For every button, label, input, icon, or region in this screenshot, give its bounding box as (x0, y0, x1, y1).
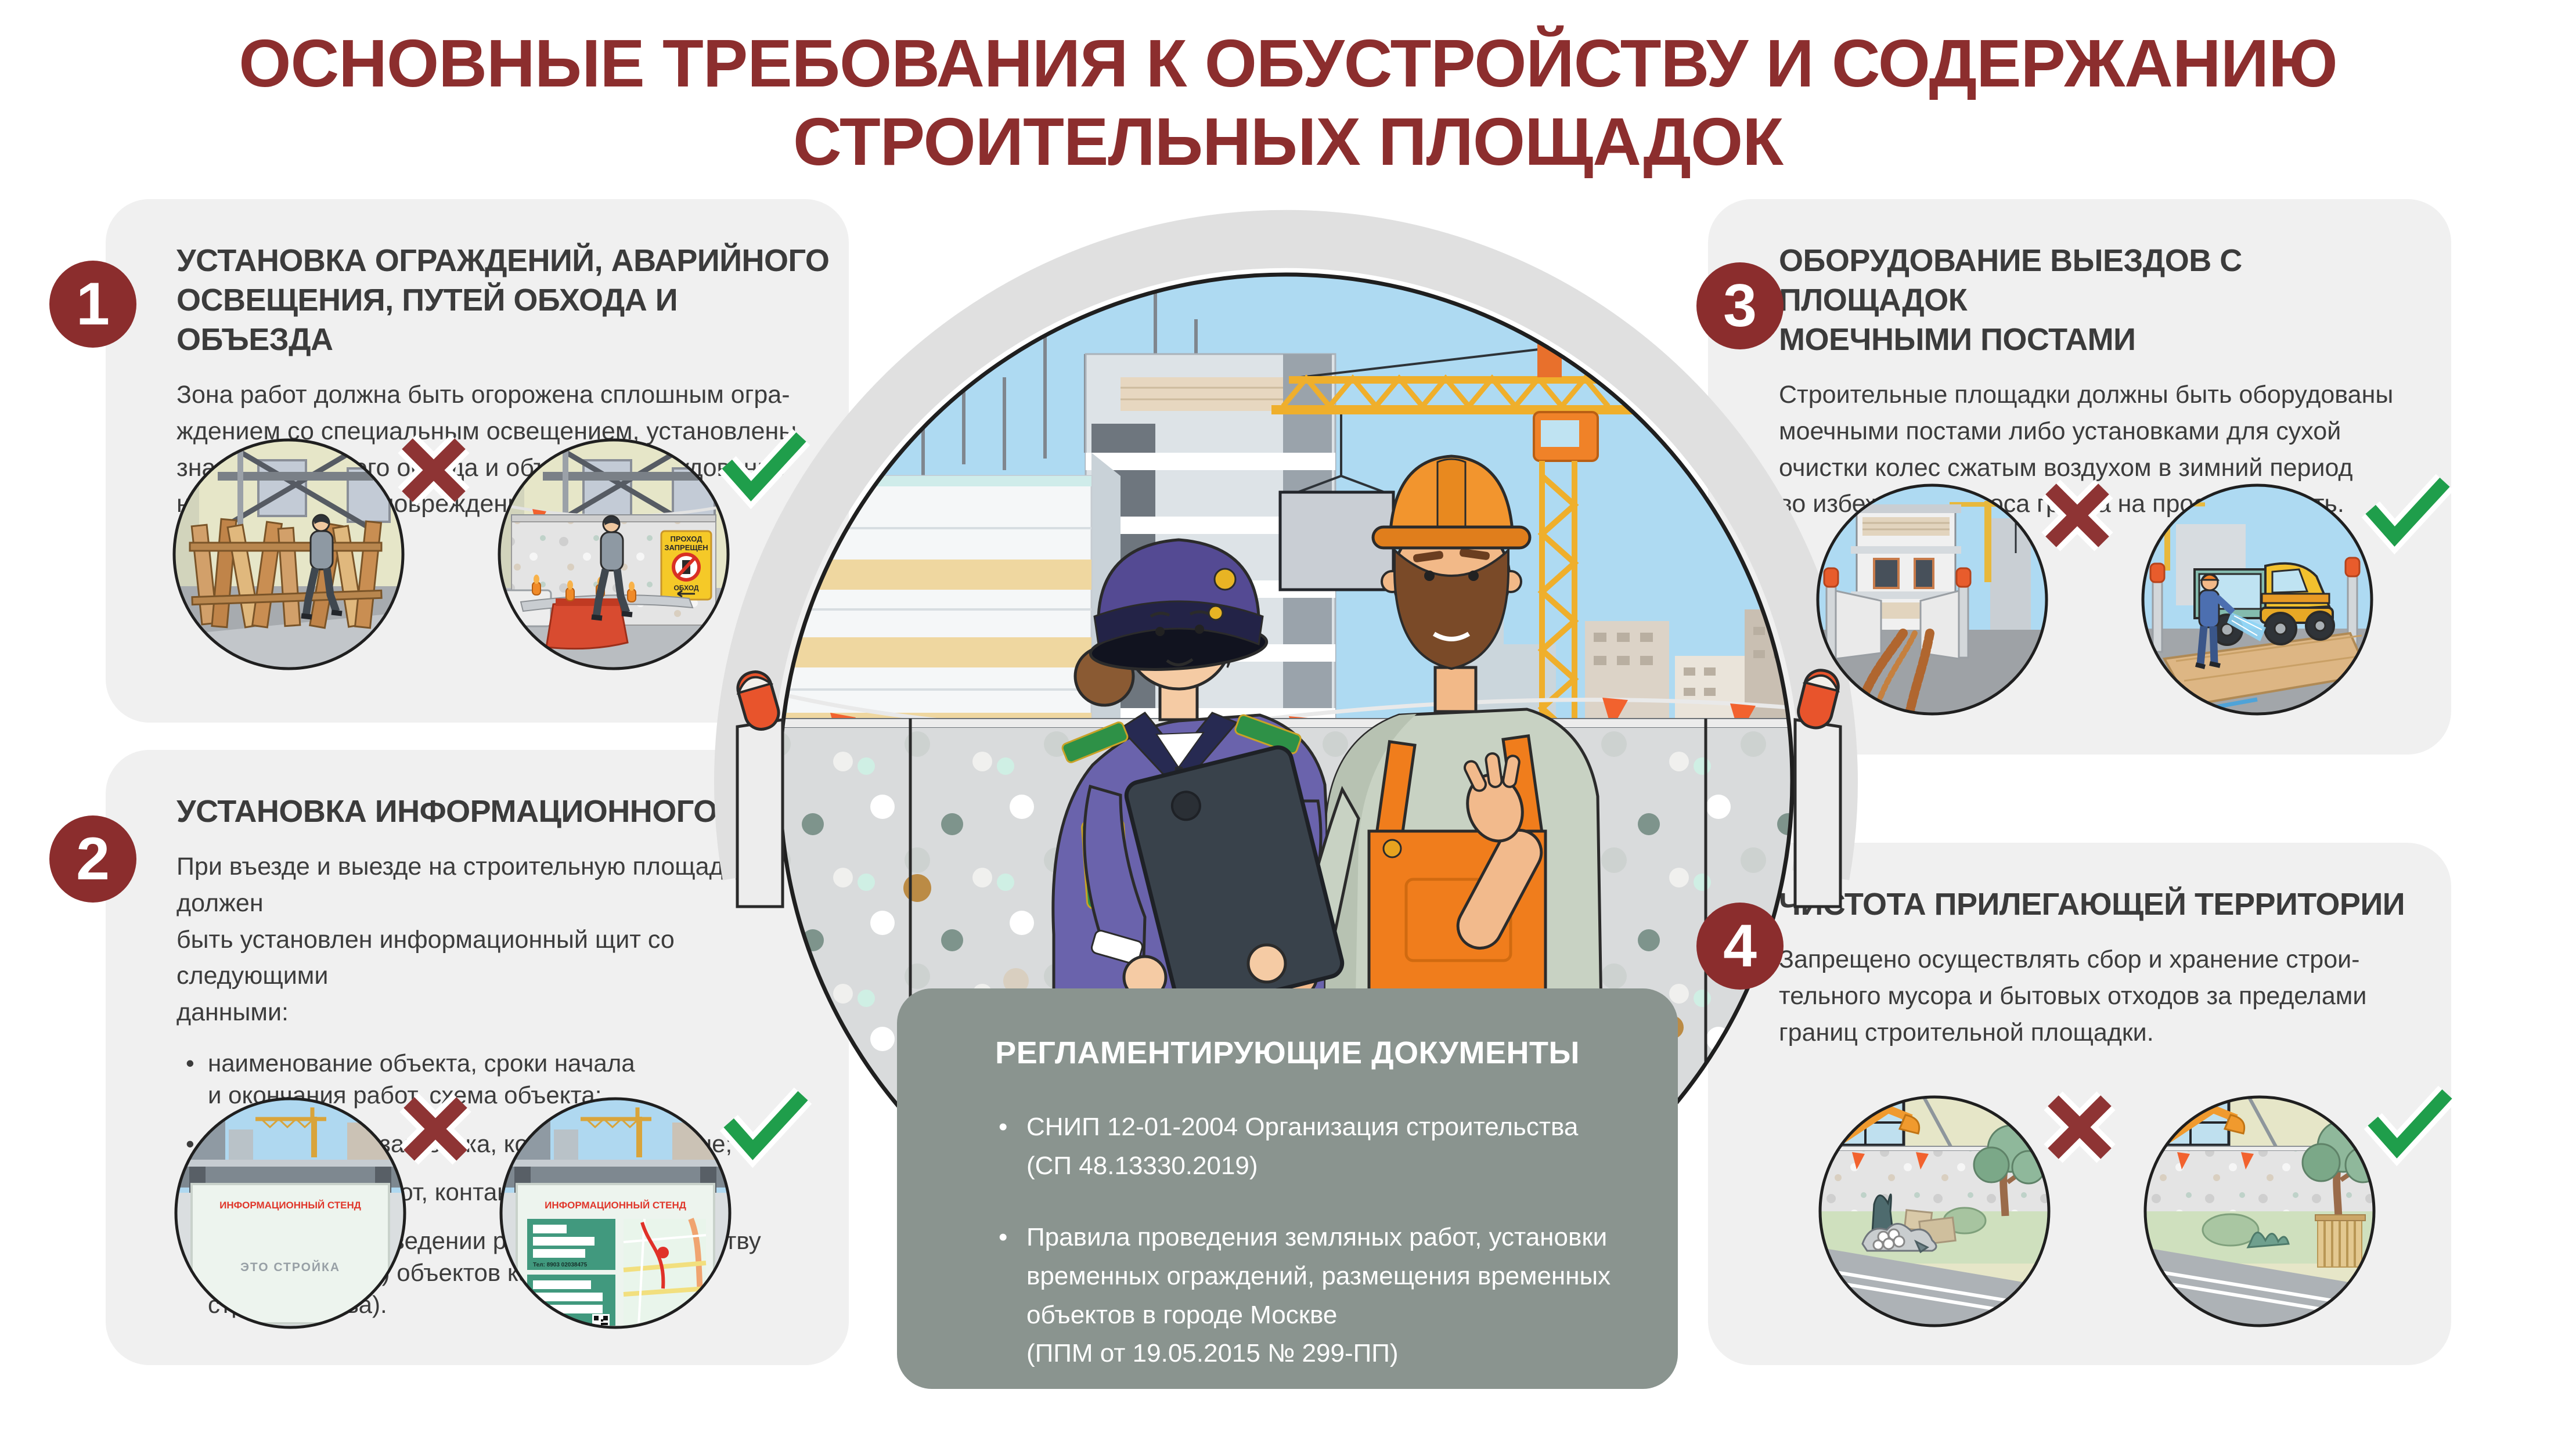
check-icon (2370, 482, 2445, 537)
open-gate (1823, 567, 1972, 660)
debris-scene (1820, 1097, 2049, 1326)
qr-code (592, 1314, 610, 1327)
svg-text:ПРОХОД: ПРОХОД (671, 535, 703, 543)
check-icon (729, 1096, 803, 1150)
check-icon (727, 437, 801, 492)
badge-2: 2 (49, 815, 136, 903)
card-cleanliness-body: Запрещено осуществлять сбор и хранение с… (1779, 945, 2367, 1046)
stand-info-panels: Тел: 8903 02038475 8903 0258400 (527, 1219, 615, 1327)
card-washposts-title: ОБОРУДОВАНИЕ ВЫЕЗДОВ С ПЛОЩАДОК МОЕЧНЫМИ… (1779, 243, 2242, 358)
clean-scene (2145, 1097, 2374, 1326)
regulatory-documents-box: РЕГЛАМЕНТИРУЮЩИЕ ДОКУМЕНТЫ СНИП 12-01-20… (897, 988, 1678, 1389)
fence-stub-right (1793, 669, 1842, 908)
svg-text:8903 0258400: 8903 0258400 (533, 1318, 570, 1324)
card-cleanliness-title: ЧИСТОТА ПРИЛЕГАЮЩЕЙ ТЕРРИТОРИИ (1779, 887, 2405, 922)
page-title: ОСНОВНЫЕ ТРЕБОВАНИЯ К ОБУСТРОЙСТВУ И СОД… (0, 24, 2576, 181)
badge-3-number: 3 (1723, 272, 1757, 340)
bushes (2202, 1213, 2290, 1248)
svg-text:ЗАПРЕЩЕН: ЗАПРЕЩЕН (664, 543, 708, 552)
badge-3: 3 (1696, 262, 1784, 349)
debris-pile (1861, 1193, 1957, 1254)
svg-text:ОБХОД: ОБХОД (673, 584, 699, 592)
fence-stub-left (736, 670, 784, 908)
card-fencing-examples: ПРОХОД ЗАПРЕЩЕН ОБХОД (172, 415, 872, 670)
muddy-exit-scene (1818, 485, 2047, 714)
badge-1: 1 (49, 261, 136, 348)
cross-icon (2051, 489, 2104, 542)
badge-4-number: 4 (1723, 912, 1757, 980)
card-infoboard-examples: ИНФОРМАЦИОННЫЙ СТЕНД ЭТО СТРОЙКА ИНФОРМА… (174, 1074, 874, 1329)
stand-map (623, 1218, 707, 1326)
badge-4: 4 (1696, 903, 1784, 990)
page-title-line1: ОСНОВНЫЕ ТРЕБОВАНИЯ К ОБУСТРОЙСТВУ И СОД… (239, 26, 2337, 101)
bad-board-scene: ИНФОРМАЦИОННЫЙ СТЕНД ЭТО СТРОЙКА (176, 1099, 405, 1327)
svg-text:ИНФОРМАЦИОННЫЙ СТЕНД: ИНФОРМАЦИОННЫЙ СТЕНД (545, 1200, 686, 1211)
svg-text:ЭТО СТРОЙКА: ЭТО СТРОЙКА (240, 1260, 340, 1274)
page-title-line2: СТРОИТЕЛЬНЫХ ПЛОЩАДОК (792, 103, 1784, 179)
document-item: СНИП 12-01-2004 Организация строительств… (999, 1108, 1614, 1186)
regulatory-documents-title: РЕГЛАМЕНТИРУЮЩИЕ ДОКУМЕНТЫ (995, 1035, 1580, 1070)
cross-icon (2053, 1101, 2106, 1154)
cross-icon (408, 444, 460, 497)
svg-text:Тел: 8903 02038475: Тел: 8903 02038475 (533, 1262, 588, 1268)
arch-ring (714, 210, 1858, 880)
badge-1-number: 1 (76, 270, 110, 338)
badge-2-number: 2 (76, 825, 110, 893)
card-fencing-title: УСТАНОВКА ОГРАЖДЕНИЙ, АВАРИЙНОГО ОСВЕЩЕН… (176, 243, 830, 358)
no-entry-sign: ПРОХОД ЗАПРЕЩЕН ОБХОД (660, 530, 712, 601)
cross-icon (409, 1103, 462, 1156)
svg-text:ИНФОРМАЦИОННЫЙ СТЕНД: ИНФОРМАЦИОННЫЙ СТЕНД (219, 1200, 361, 1211)
good-board-scene: ИНФОРМАЦИОННЫЙ СТЕНД Тел: 8903 02038475 … (501, 1099, 730, 1327)
washer-worker (2195, 573, 2266, 669)
document-item: Правила проведения земляных работ, устан… (999, 1218, 1614, 1374)
check-icon (2373, 1094, 2447, 1149)
card-washposts-examples (1816, 460, 2516, 716)
card-cleanliness-examples (1818, 1072, 2518, 1327)
